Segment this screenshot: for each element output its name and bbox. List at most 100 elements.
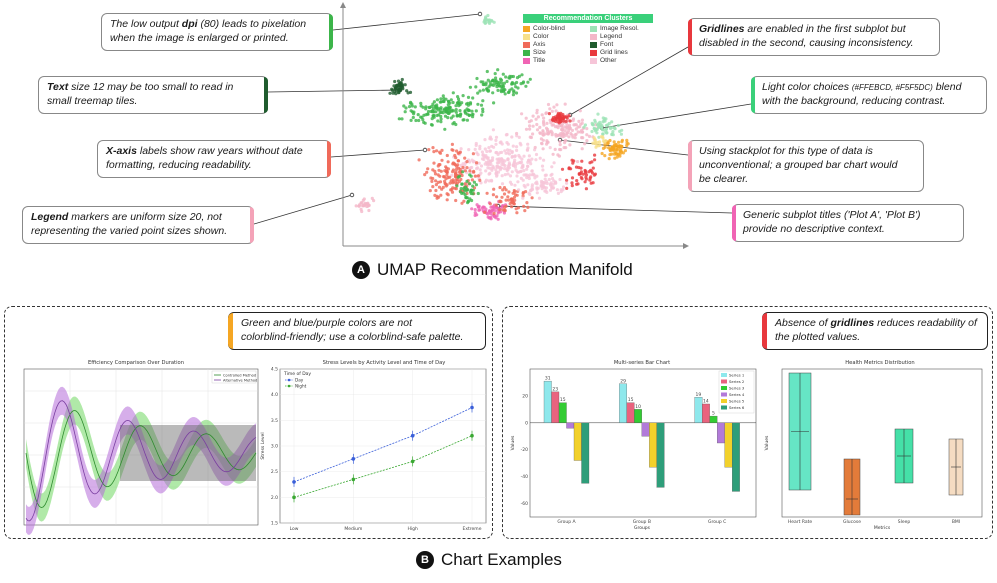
umap-point — [459, 147, 463, 151]
umap-point — [520, 157, 524, 161]
umap-point — [489, 162, 493, 166]
umap-point — [593, 141, 597, 146]
umap-point — [463, 193, 467, 197]
umap-point — [510, 87, 514, 91]
umap-point — [614, 152, 619, 156]
umap-point — [569, 167, 573, 171]
umap-point — [537, 196, 542, 200]
chart-multi-bar-title: Multi-series Bar Chart — [614, 360, 670, 366]
umap-point — [461, 165, 465, 169]
umap-point — [463, 109, 467, 113]
umap-point — [510, 155, 514, 159]
umap-point — [417, 118, 421, 123]
umap-point — [573, 123, 577, 127]
umap-point — [519, 82, 523, 86]
umap-point — [465, 118, 469, 122]
umap-point — [525, 148, 530, 152]
callout-legend-accent — [250, 207, 254, 243]
chart-multi-bar-bar — [566, 422, 575, 429]
chart-violin-xtick: Glucose — [843, 519, 861, 525]
umap-point — [601, 132, 605, 136]
umap-point — [487, 216, 492, 220]
umap-point — [604, 127, 609, 131]
umap-point — [521, 178, 525, 182]
umap-point — [526, 80, 530, 84]
umap-point — [479, 181, 483, 185]
umap-point — [517, 74, 522, 78]
chart-multi-bar-xtick: Group B — [633, 519, 651, 525]
umap-point — [498, 199, 502, 203]
umap-point — [460, 173, 464, 178]
umap-point — [575, 182, 579, 186]
umap-point — [475, 167, 479, 171]
umap-point — [548, 188, 553, 192]
umap-point — [458, 150, 462, 154]
umap-point — [554, 109, 558, 113]
chart-efficiency-legend-label-0: Controlled Method — [223, 374, 256, 378]
callout-titles-line2: provide no descriptive context. — [743, 222, 885, 235]
umap-point — [430, 104, 434, 109]
chart-stress-xtick: High — [407, 526, 417, 532]
umap-point — [488, 171, 492, 175]
umap-point — [517, 188, 521, 192]
umap-point — [565, 186, 569, 190]
umap-point — [558, 177, 562, 182]
umap-point — [491, 193, 495, 197]
umap-legend-label: Image Resol. — [600, 25, 639, 32]
umap-point — [571, 119, 575, 123]
chart-multi-bar-legend-label: Series 5 — [729, 399, 745, 404]
umap-point — [461, 94, 465, 98]
umap-point — [498, 141, 502, 145]
umap-point — [490, 166, 494, 170]
umap-point — [608, 153, 612, 157]
callout-x-axis: X-axis labels show raw years without dat… — [97, 140, 331, 178]
umap-point — [591, 181, 595, 185]
umap-point — [528, 135, 532, 139]
umap-point — [496, 211, 500, 215]
umap-point — [478, 147, 482, 151]
umap-point — [544, 111, 549, 115]
umap-point — [531, 124, 535, 128]
umap-point — [466, 108, 471, 113]
umap-point — [482, 82, 486, 87]
umap-point — [488, 20, 492, 24]
umap-point — [530, 157, 534, 161]
umap-legend-swatch — [590, 33, 597, 40]
umap-point — [505, 141, 509, 145]
chart-multi-bar-legend-label: Series 4 — [729, 392, 745, 397]
chart-multi-bar-value-label: 14 — [703, 398, 709, 404]
umap-point — [397, 117, 401, 121]
umap-point — [488, 211, 493, 216]
umap-point — [491, 205, 495, 209]
umap-point — [539, 179, 544, 183]
umap-point — [515, 193, 519, 197]
umap-point — [605, 131, 609, 135]
chart-multi-bar-ytick: 20 — [522, 393, 528, 399]
umap-point — [414, 118, 418, 123]
umap-point — [456, 159, 461, 163]
umap-point — [515, 80, 519, 85]
chart-stress-point — [410, 459, 415, 464]
umap-point — [486, 78, 490, 82]
umap-point — [573, 136, 577, 140]
umap-point — [539, 184, 543, 188]
umap-point — [438, 150, 442, 154]
umap-point — [503, 159, 507, 163]
callout-light-color-line2: with the background, reducing contrast. — [762, 94, 946, 107]
umap-point — [504, 75, 508, 79]
umap-point — [407, 105, 412, 109]
umap-point — [611, 133, 615, 137]
umap-point — [434, 188, 438, 193]
umap-point — [479, 103, 484, 107]
umap-point — [564, 138, 568, 142]
umap-legend-label: Color — [533, 33, 549, 40]
callout-stackplot-line2: unconventional; a grouped bar chart woul… — [699, 158, 898, 171]
panel-right-note-accent — [762, 313, 767, 349]
chart-multi-bar-bar — [641, 422, 650, 437]
umap-point — [500, 174, 504, 178]
chart-efficiency-legend-label-1: Alternative Method — [223, 379, 257, 383]
callout-legend-line2: representing the varied point sizes show… — [31, 224, 228, 237]
umap-point — [441, 111, 445, 115]
umap-point — [559, 148, 563, 152]
